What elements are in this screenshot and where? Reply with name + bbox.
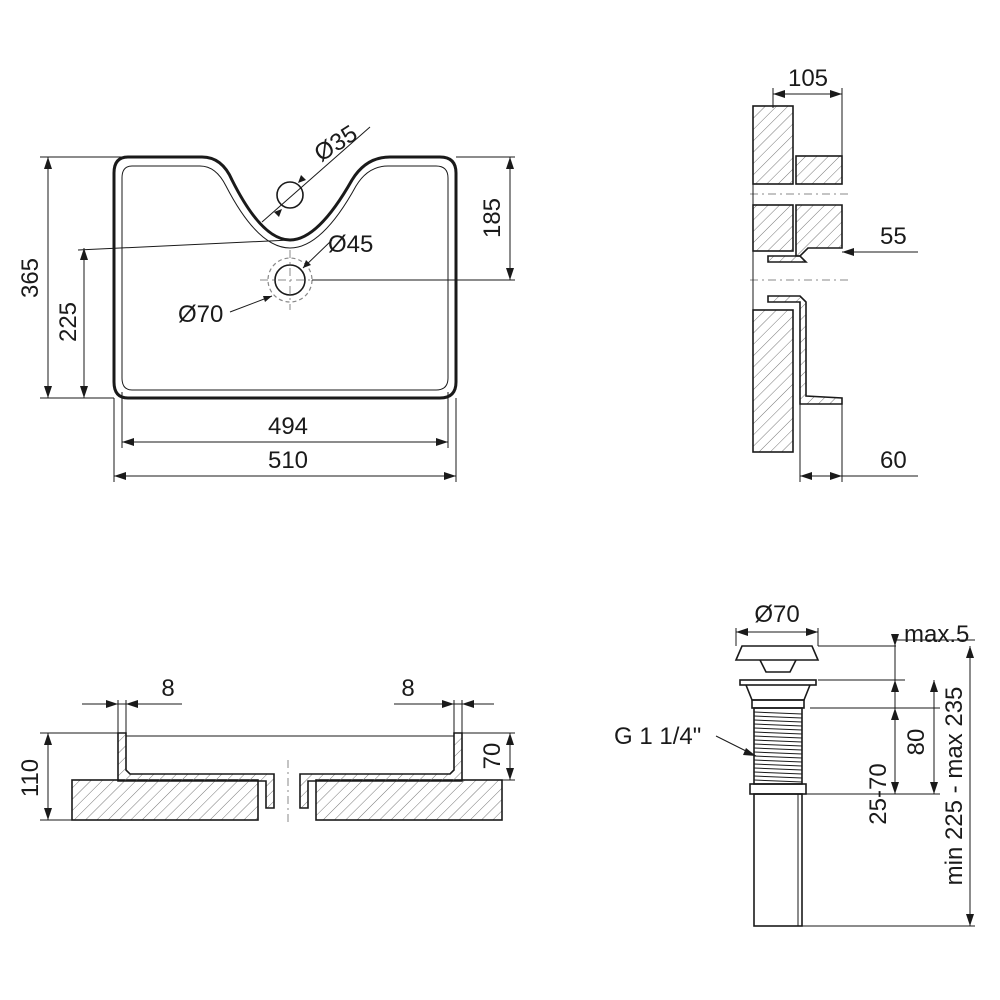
countertop-right: [315, 779, 503, 821]
thread-line: [753, 727, 803, 731]
thread-line: [753, 715, 803, 719]
thread-line: [753, 779, 803, 783]
dim-105: 105: [788, 65, 828, 92]
thread-line: [753, 755, 803, 759]
basin-section-right: [299, 732, 463, 809]
dim-8-left: 8: [161, 675, 174, 702]
basin-rim-middle: [795, 204, 843, 257]
label-drain-hole: Ø45: [328, 231, 373, 258]
basin-rim-top: [795, 155, 843, 185]
dim-510: 510: [268, 447, 308, 474]
dim-225: 225: [55, 302, 82, 342]
countertop-left: [71, 779, 259, 821]
dim-drain-diameter: Ø70: [754, 601, 799, 628]
thread-line: [753, 735, 803, 739]
thread-line: [753, 767, 803, 771]
drain-tube: [753, 793, 803, 927]
basin-section-left: [117, 732, 275, 809]
dim-80: 80: [903, 729, 930, 756]
wall-bottom: [752, 309, 794, 453]
label-thread: G 1 1/4": [614, 723, 701, 750]
dim-185: 185: [479, 198, 506, 238]
dim-25-70: 25-70: [865, 763, 892, 824]
thread-line: [753, 775, 803, 779]
drain-hole: [274, 264, 306, 296]
top-view: 365 225 185 494 510 Ø35 Ø45 Ø70: [17, 120, 515, 482]
dim-60: 60: [880, 447, 907, 474]
dim-max5: max.5: [904, 621, 969, 648]
thread-line: [753, 719, 803, 723]
drain-flange: [739, 679, 817, 686]
thread-line: [753, 711, 803, 715]
basin-wall-profile: [767, 295, 843, 405]
dim-494: 494: [268, 413, 308, 440]
thread-line: [753, 739, 803, 743]
dim-110: 110: [17, 759, 44, 797]
dim-55: 55: [880, 223, 907, 250]
dim-8-right: 8: [401, 675, 414, 702]
basin-drain-lip: [767, 255, 808, 263]
tap-hole: [276, 181, 304, 209]
thread-line: [753, 747, 803, 751]
thread-line: [753, 771, 803, 775]
dim-70-height: 70: [479, 743, 506, 770]
thread-line: [753, 759, 803, 763]
dim-total-height: min 225 - max 235: [941, 687, 968, 886]
wall-middle: [752, 204, 794, 252]
basin-outer-outline: [112, 155, 458, 400]
label-tap-hole: Ø35: [310, 120, 363, 167]
drain-view: Ø70 max.5 G 1 1/4" 80 25-70 min 225 - ma…: [614, 601, 975, 927]
thread-line: [753, 751, 803, 755]
section-view: 8 8 110 70: [17, 675, 515, 826]
basin-inner-outline: [121, 165, 449, 391]
label-drain-outer: Ø70: [178, 301, 223, 328]
thread-line: [753, 743, 803, 747]
side-view: 105 55 60: [750, 65, 918, 482]
dim-365: 365: [17, 258, 44, 298]
drain-cap: [734, 645, 820, 661]
wall-top: [752, 105, 794, 185]
thread-line: [753, 763, 803, 767]
thread-line: [753, 723, 803, 727]
thread-line: [753, 731, 803, 735]
